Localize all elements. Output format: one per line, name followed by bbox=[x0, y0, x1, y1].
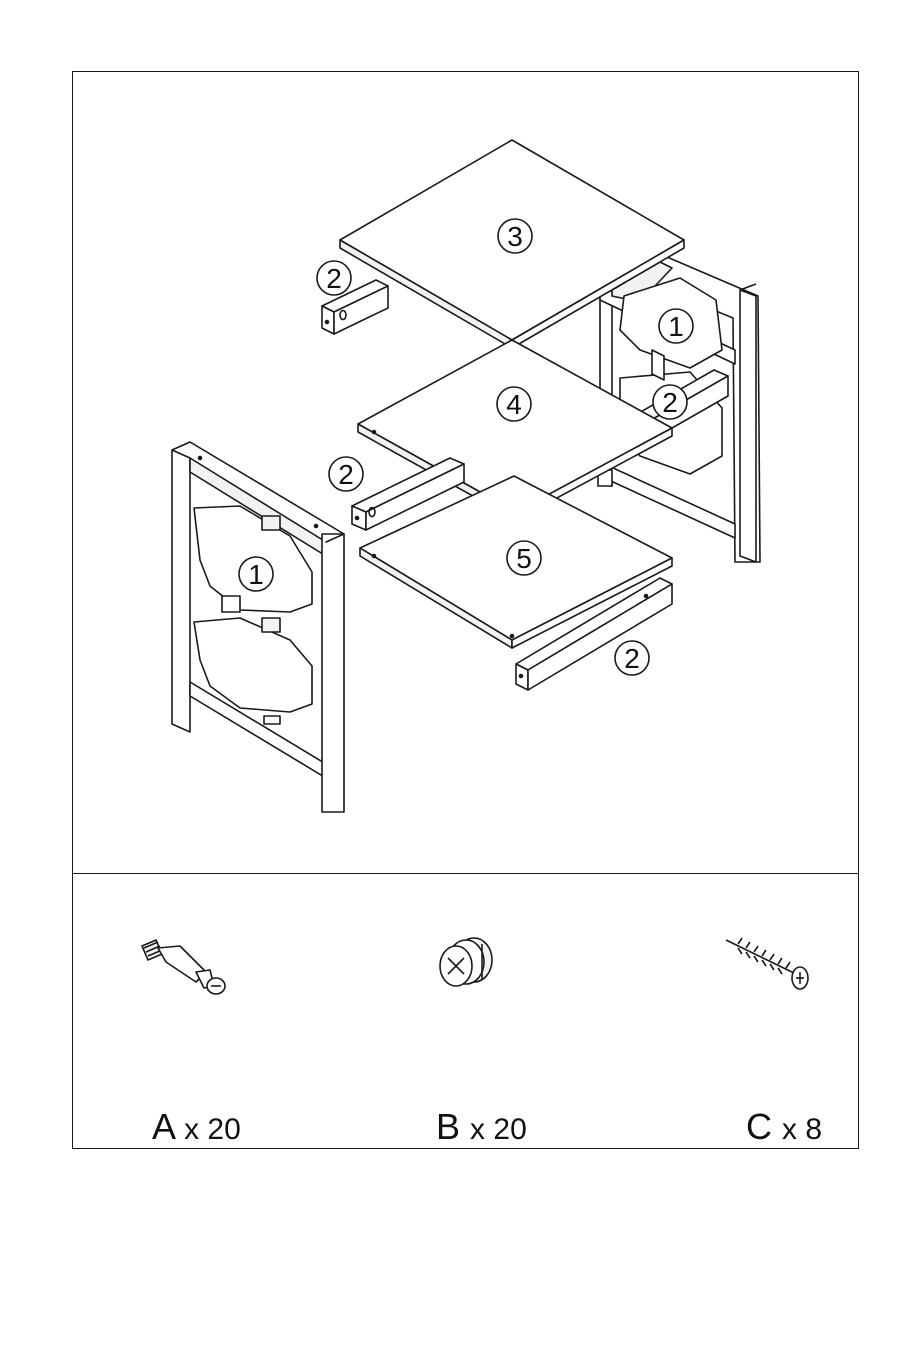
hardware-c-letter: C bbox=[746, 1106, 772, 1147]
label-rail-bottom: 2 bbox=[624, 643, 640, 674]
label-side-panel-left: 1 bbox=[248, 559, 264, 590]
wood-screw-icon bbox=[726, 938, 808, 989]
label-top-panel: 3 bbox=[507, 221, 523, 252]
hardware-a-label: A x 20 bbox=[134, 1064, 241, 1148]
hardware-c-qty: x 8 bbox=[782, 1113, 822, 1146]
hardware-b-label: B x 20 bbox=[416, 1064, 527, 1148]
label-middle-shelf: 4 bbox=[506, 389, 522, 420]
hardware-a-letter: A bbox=[152, 1106, 174, 1147]
label-bottom-shelf: 5 bbox=[516, 543, 532, 574]
label-side-panel-right: 1 bbox=[668, 311, 684, 342]
label-rail-mid-left: 2 bbox=[338, 459, 354, 490]
cam-lock-icon bbox=[440, 938, 492, 986]
hardware-b-qty: x 20 bbox=[470, 1113, 527, 1146]
label-rail-top-left: 2 bbox=[326, 263, 342, 294]
hardware-a-qty: x 20 bbox=[184, 1113, 241, 1146]
side-panel-left bbox=[172, 442, 344, 812]
label-rail-top-right: 2 bbox=[662, 387, 678, 418]
hardware-c-label: C x 8 bbox=[726, 1064, 822, 1148]
hardware-b-letter: B bbox=[436, 1106, 460, 1147]
cam-bolt-icon bbox=[142, 940, 225, 994]
